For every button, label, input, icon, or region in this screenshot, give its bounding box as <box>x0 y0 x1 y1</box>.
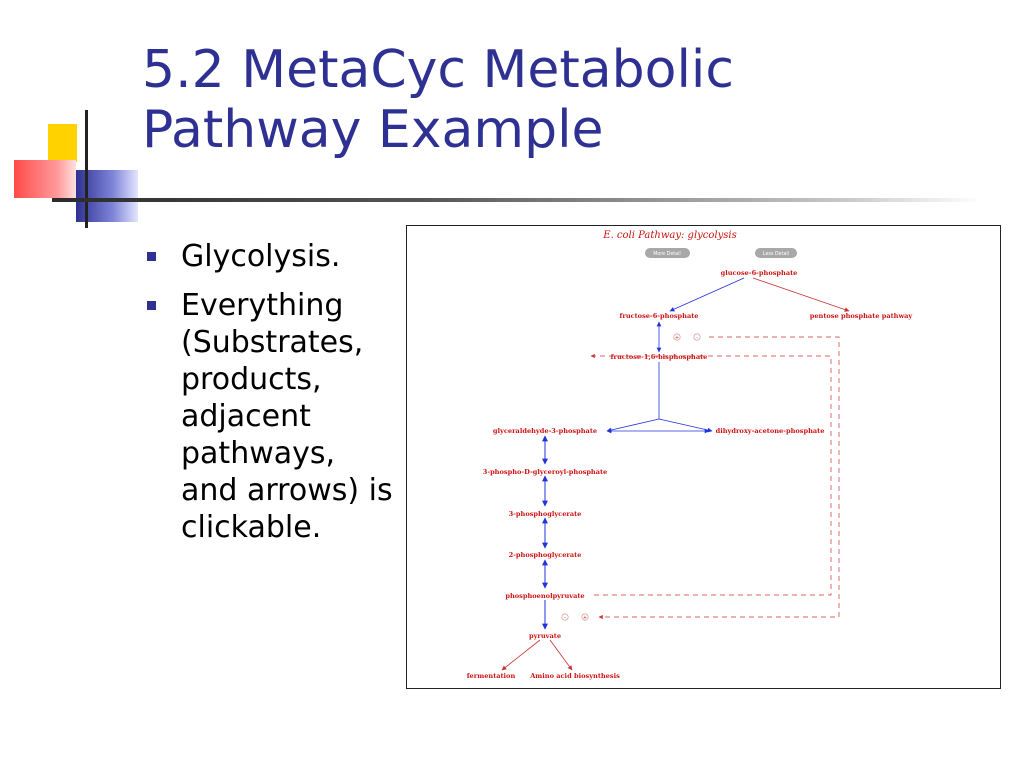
decorative-squares <box>14 110 138 228</box>
node-fermentation[interactable]: fermentation <box>467 672 516 680</box>
bullet-item: Glycolysis. <box>145 238 395 275</box>
title-divider <box>52 198 982 202</box>
node-3-phospho-d-glyceroyl-phosphate[interactable]: 3-phospho-D-glyceroyl-phosphate <box>483 468 608 476</box>
pathway-arrows[interactable] <box>501 277 850 671</box>
node-fructose-6-phosphate[interactable]: fructose-6-phosphate <box>620 312 699 320</box>
svg-text:Less Detail: Less Detail <box>763 251 789 257</box>
node-dihydroxy-acetone-phosphate[interactable]: dihydroxy-acetone-phosphate <box>716 427 825 435</box>
pathway-diagram: E. coli Pathway: glycolysis More Detail … <box>406 225 1001 689</box>
node-glyceraldehyde-3-phosphate[interactable]: glyceraldehyde-3-phosphate <box>493 427 597 435</box>
less-detail-button[interactable]: Less Detail <box>755 248 797 258</box>
node-pentose-phosphate-pathway[interactable]: pentose phosphate pathway <box>810 312 913 320</box>
node-3-phosphoglycerate[interactable]: 3-phosphoglycerate <box>509 510 582 518</box>
regulation-markers[interactable]: + - - + <box>561 333 701 621</box>
node-glucose-6-phosphate[interactable]: glucose-6-phosphate <box>721 269 798 277</box>
svg-text:+: + <box>675 335 679 341</box>
svg-text:-: - <box>696 335 698 341</box>
square-bullet-icon <box>147 252 156 261</box>
pathway-title[interactable]: E. coli Pathway: glycolysis <box>602 230 736 241</box>
more-detail-button[interactable]: More Detail <box>645 248 690 258</box>
bullet-list: Glycolysis. Everything (Substrates, prod… <box>145 238 395 558</box>
bullet-item: Everything (Substrates, products, adjace… <box>145 287 395 546</box>
square-bullet-icon <box>147 301 156 310</box>
node-fructose-1-6-bisphosphate[interactable]: fructose-1,6-bisphosphate <box>611 353 708 361</box>
red-square <box>14 160 76 198</box>
node-phosphoenolpyruvate[interactable]: phosphoenolpyruvate <box>505 592 584 600</box>
svg-text:More Detail: More Detail <box>653 251 681 257</box>
node-amino-acid-biosynthesis[interactable]: Amino acid biosynthesis <box>529 672 620 680</box>
node-2-phosphoglycerate[interactable]: 2-phosphoglycerate <box>509 551 582 559</box>
svg-text:+: + <box>583 615 587 621</box>
vertical-line <box>85 110 88 228</box>
title-line-2: Pathway Example <box>142 100 604 160</box>
slide-title: 5.2 MetaCyc Metabolic Pathway Example <box>142 40 1002 160</box>
yellow-square <box>48 124 77 162</box>
title-line-1: 5.2 MetaCyc Metabolic <box>142 40 734 100</box>
svg-text:-: - <box>564 615 566 621</box>
node-pyruvate[interactable]: pyruvate <box>529 632 561 640</box>
